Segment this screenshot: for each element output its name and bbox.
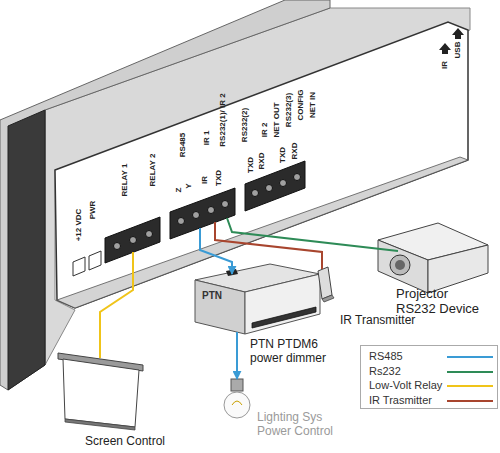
terminal-screw — [146, 231, 153, 238]
terminal-label: RELAY 2 — [148, 154, 157, 187]
projector-side — [428, 245, 488, 293]
bulb-base — [231, 379, 243, 391]
legend-label: RS485 — [369, 350, 403, 363]
terminal-screw — [222, 201, 229, 208]
legend-label: Low-Volt Relay — [369, 379, 442, 392]
legend-label: Rs232 — [369, 365, 401, 378]
legend-line — [447, 385, 493, 387]
direction-arrow — [439, 43, 451, 54]
terminal-screw — [130, 237, 137, 244]
power-jack — [89, 251, 101, 270]
terminal-label: Y — [184, 183, 193, 188]
dimmer-front — [195, 280, 245, 334]
legend-row: IR Trasmitter — [361, 394, 497, 408]
legend-sample — [447, 380, 493, 392]
device-label: Lighting Sys Power Control — [257, 411, 352, 439]
dimmer-port — [226, 269, 238, 276]
terminal-label: IR 1 — [202, 131, 211, 146]
terminal-label: RS232(1)/ IR 2 — [218, 93, 227, 146]
device-label: Screen Control — [85, 435, 195, 449]
projector: Projector RS232 Device — [368, 215, 500, 320]
terminal-screw — [114, 243, 121, 250]
terminal-label: TXD — [278, 147, 287, 163]
signal-wire — [215, 222, 322, 269]
terminal-screw — [266, 185, 273, 192]
terminal-screw — [208, 207, 215, 214]
projection-screen: Screen Control — [55, 345, 195, 453]
power-jack — [73, 257, 85, 276]
terminal-label: RS232(3) — [284, 93, 293, 127]
dimmer-terminals — [252, 307, 316, 328]
terminal-label: RXD — [257, 153, 266, 170]
terminal-label: +12 VDC — [74, 209, 83, 242]
bulb-filament — [232, 401, 242, 405]
legend-row: RS485 — [361, 350, 497, 364]
light-bulb: Lighting Sys Power Control — [215, 375, 355, 450]
terminal-label: NET IN — [308, 92, 317, 118]
dimmer-side — [245, 274, 320, 334]
legend-box: RS485Rs232Low-Volt Relay IR Trasmitter — [360, 345, 498, 409]
signal-wire — [227, 218, 398, 251]
projector-lens-core — [395, 260, 405, 270]
signal-wire — [100, 252, 133, 358]
terminal-label: RS485 — [178, 133, 187, 157]
legend-line — [447, 371, 493, 373]
back-plate — [55, 22, 468, 308]
legend-line — [447, 356, 493, 358]
terminal-label: RELAY 1 — [120, 164, 129, 197]
terminal-label: IR — [440, 61, 449, 69]
projector-front — [378, 240, 428, 293]
device-label: IR Transmitter — [340, 314, 435, 328]
legend-line — [447, 400, 493, 402]
screen-surface — [63, 359, 139, 427]
terminal-label: IR — [200, 176, 209, 184]
device-label: PTN PTDM6 power dimmer — [250, 338, 338, 366]
terminal-label: CONFIG — [296, 89, 305, 120]
bulb-glass — [224, 392, 250, 418]
projector-lens — [390, 255, 410, 275]
device-label: Projector RS232 Device — [396, 287, 486, 317]
power-dimmer: PTN PTN PTDM6 power dimmer — [190, 262, 340, 372]
ir-body — [318, 267, 332, 299]
bezel-face — [8, 110, 45, 390]
legend-row: Rs232 — [361, 365, 497, 379]
legend-sample — [447, 395, 493, 407]
terminal-screw — [294, 174, 301, 181]
signal-wire — [236, 332, 238, 379]
terminal-label: RXD — [290, 143, 299, 160]
terminal-screw — [178, 218, 185, 225]
signal-wire — [200, 228, 232, 274]
terminal-label: USB — [453, 42, 462, 59]
terminal-screw — [280, 180, 287, 187]
ir-emitter — [322, 295, 334, 302]
terminal-screw — [193, 212, 200, 219]
terminal-label: Z — [174, 188, 183, 193]
legend-label: IR Trasmitter — [369, 394, 432, 407]
terminal-block — [105, 217, 160, 263]
terminal-label: NET OUT — [272, 102, 281, 137]
screen-bar — [65, 419, 135, 430]
terminal-label: TXD — [246, 157, 255, 173]
terminal-label: TXD — [214, 170, 223, 186]
terminal-label: PWR — [88, 201, 97, 220]
brand-label: PTN — [202, 290, 222, 302]
legend-sample — [447, 366, 493, 378]
terminal-label: IR 2 — [260, 123, 269, 138]
terminal-block — [170, 188, 235, 239]
terminal-label: RS232(2) — [240, 108, 249, 142]
legend-sample — [447, 351, 493, 363]
legend-row: Low-Volt Relay — [361, 379, 497, 393]
terminal-screw — [252, 190, 259, 197]
direction-arrow — [452, 28, 464, 39]
